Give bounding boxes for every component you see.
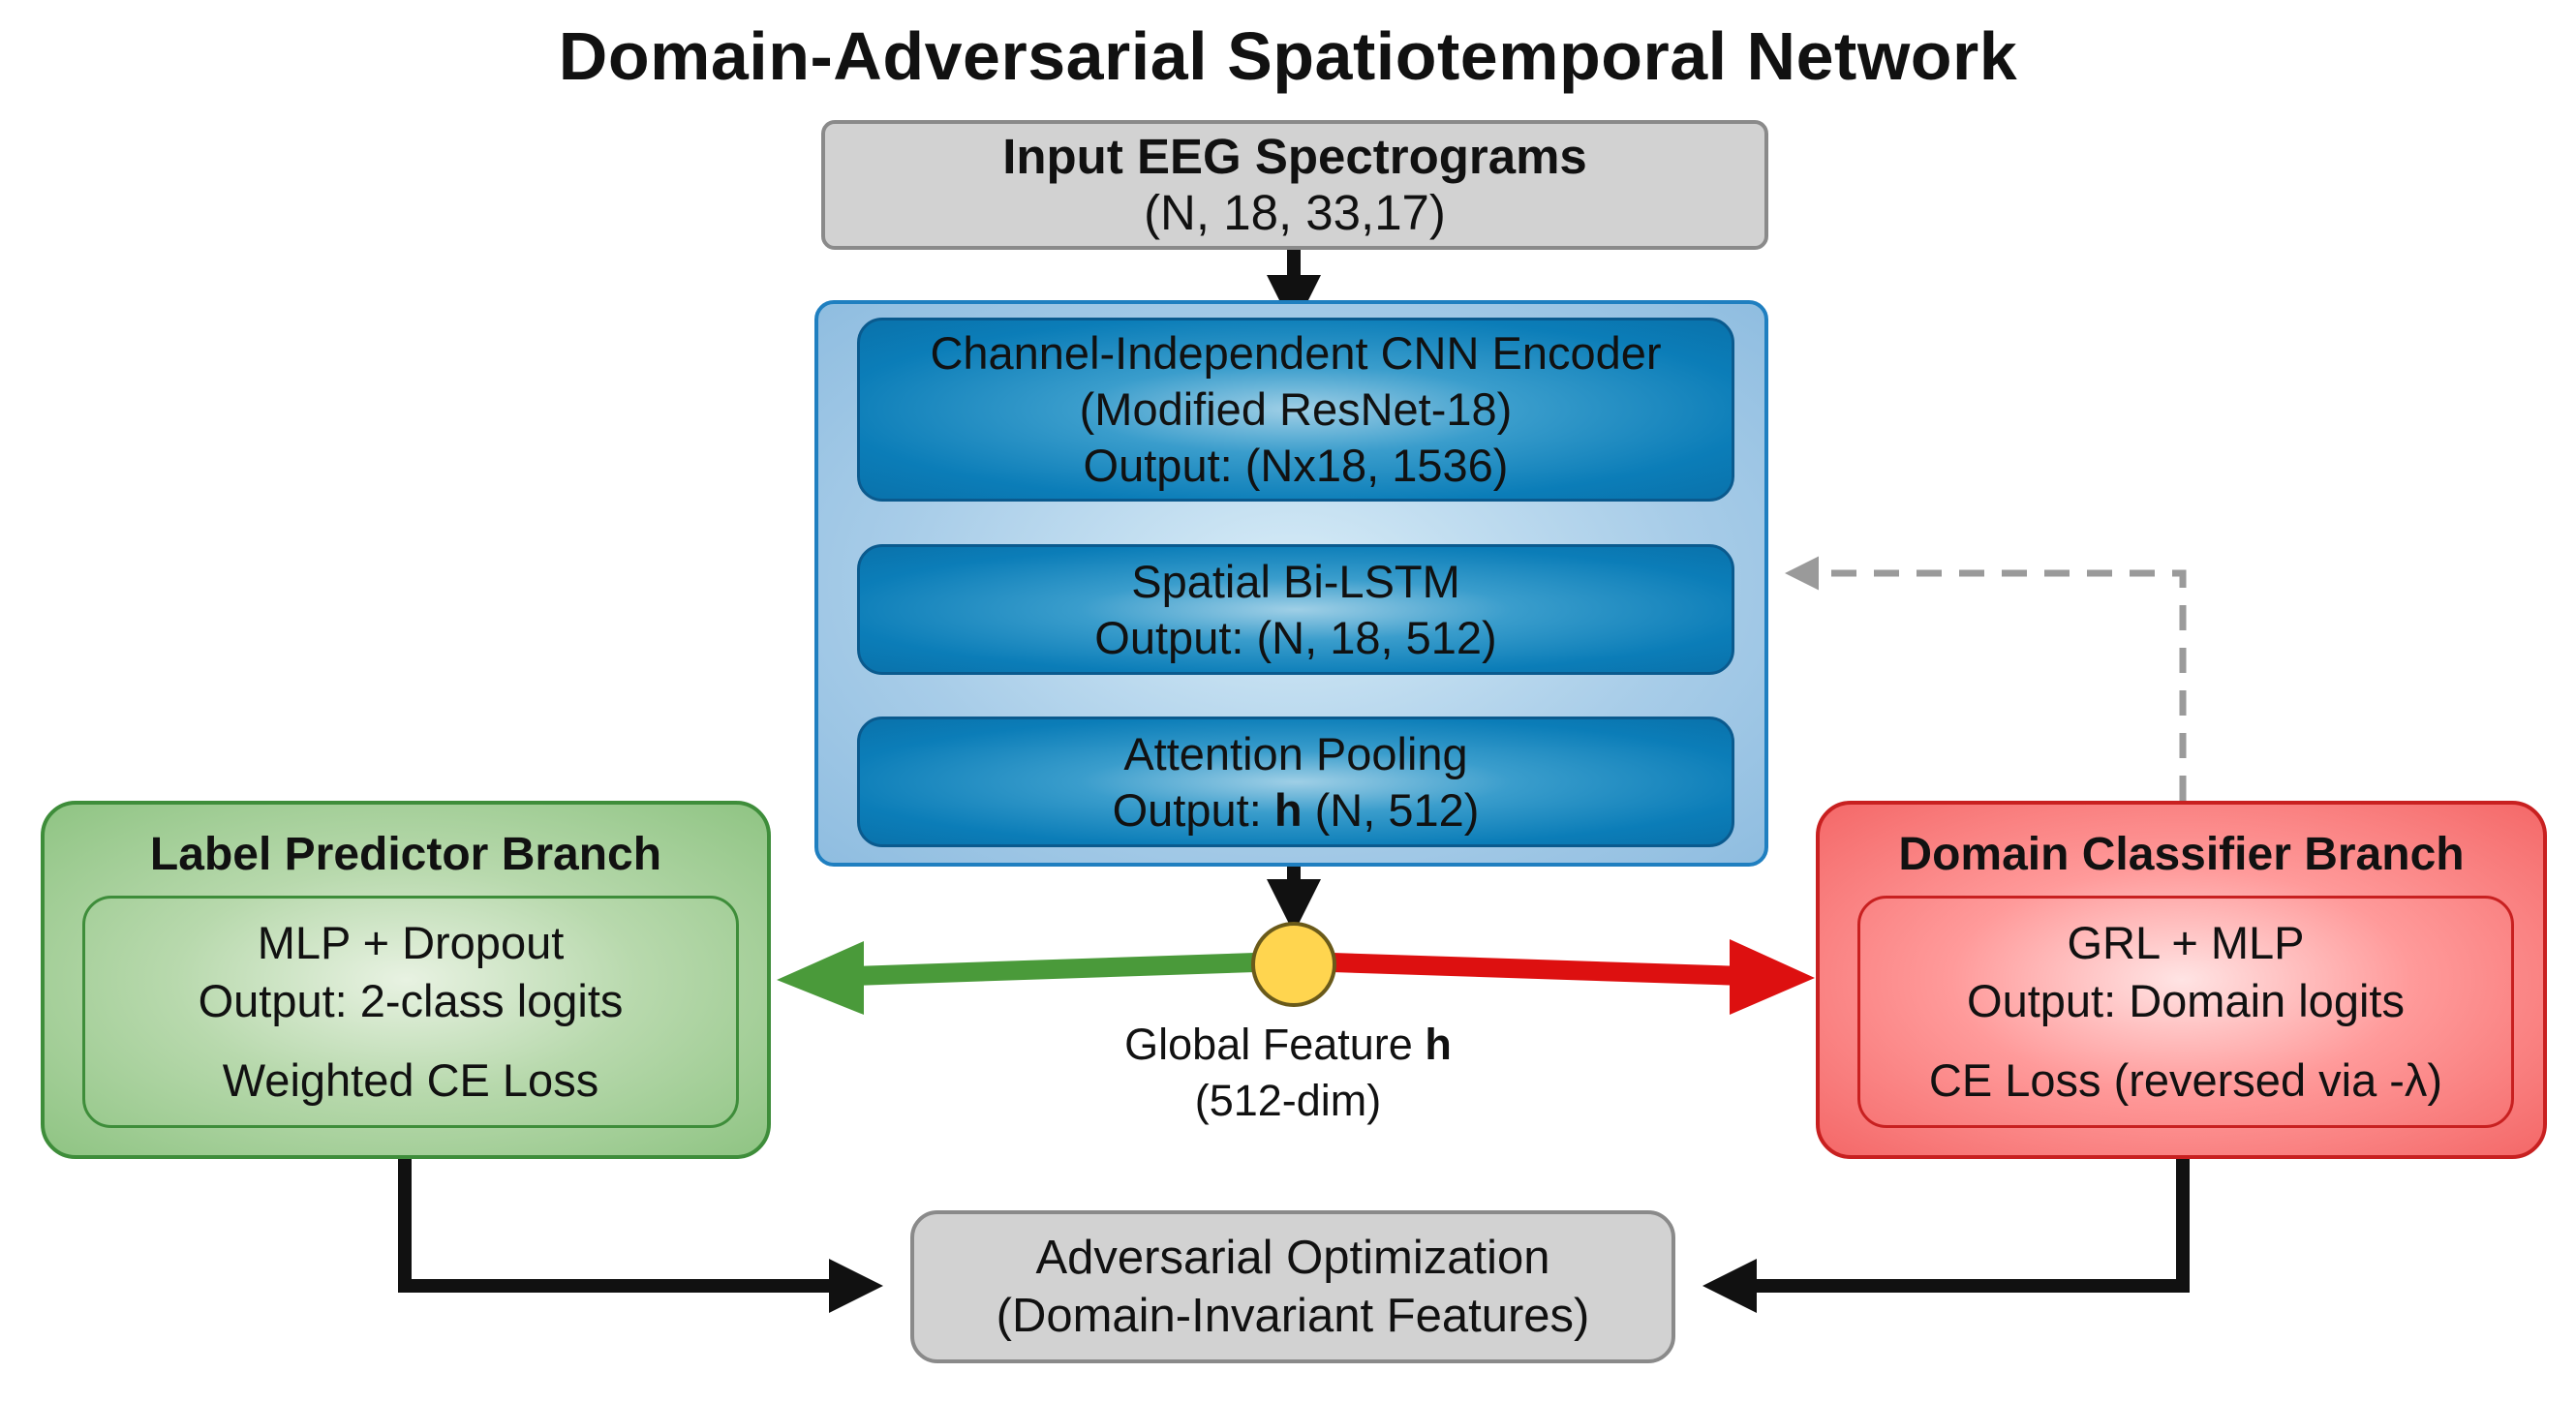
domain-branch-grl: GRL + MLP [2067,917,2305,968]
input-title: Input EEG Spectrograms [1002,129,1587,184]
arrow-domain-to-adversarial [1702,1159,2190,1313]
cnn-encoder-title: Channel-Independent CNN Encoder [930,327,1662,379]
domain-branch-loss: CE Loss (reversed via -λ) [1928,1054,2443,1106]
bilstm-box: Spatial Bi-LSTM Output: (N, 18, 512) [857,544,1734,675]
input-spectrograms-box: Input EEG Spectrograms (N, 18, 33,17) [821,120,1768,250]
adversarial-optimization-box: Adversarial Optimization (Domain-Invaria… [910,1210,1675,1363]
diagram-title: Domain-Adversarial Spatiotemporal Networ… [558,18,2018,94]
label-branch-mlp: MLP + Dropout [257,917,565,968]
domain-branch-title: Domain Classifier Branch [1898,829,2465,880]
global-feature-line1: Global Feature h [1065,1017,1511,1073]
gradient-reversal-feedback-arrow [1785,556,2187,801]
global-feature-dim: (512-dim) [1194,1076,1382,1125]
label-predictor-branch [41,801,771,1159]
attention-output-h: h [1273,783,1303,836]
label-branch-loss: Weighted CE Loss [222,1054,599,1106]
adversarial-subtitle: (Domain-Invariant Features) [996,1290,1590,1342]
bilstm-output: Output: (N, 18, 512) [1094,611,1497,663]
label-branch-output: Output: 2-class logits [198,975,624,1026]
global-feature-label: Global Feature h (512-dim) [1065,1017,1511,1129]
attention-pooling-box: Attention Pooling Output: h (N, 512) [857,717,1734,847]
global-feature-prefix: Global Feature [1124,1020,1426,1069]
attention-output: Output: h (N, 512) [1113,782,1480,839]
arrow-label-to-adversarial [398,1159,883,1313]
domain-branch-inner-box: GRL + MLP Output: Domain logits CE Loss … [1857,896,2514,1128]
attention-output-suffix: (N, 512) [1302,783,1480,836]
label-branch-inner-box: MLP + Dropout Output: 2-class logits Wei… [82,896,739,1128]
bilstm-title: Spatial Bi-LSTM [1131,555,1460,607]
attention-output-prefix: Output: [1112,783,1274,836]
adversarial-title: Adversarial Optimization [1035,1232,1550,1284]
input-shape: (N, 18, 33,17) [1144,185,1446,240]
arrow-node-to-domain-branch [1332,953,1744,986]
cnn-encoder-box: Channel-Independent CNN Encoder (Modifie… [857,318,1734,502]
cnn-encoder-output: Output: (Nx18, 1536) [1083,440,1509,491]
attention-title: Attention Pooling [1123,727,1468,779]
arrowhead-domain-branch [1730,939,1815,1015]
label-branch-title: Label Predictor Branch [149,829,662,880]
cnn-encoder-model: (Modified ResNet-18) [1079,383,1513,435]
arrow-node-to-label-branch [851,953,1256,986]
arrowhead-label-branch [777,941,864,1015]
global-feature-h: h [1425,1020,1452,1069]
domain-branch-output: Output: Domain logits [1967,975,2405,1026]
domain-classifier-branch [1816,801,2547,1159]
global-feature-node [1251,922,1336,1007]
